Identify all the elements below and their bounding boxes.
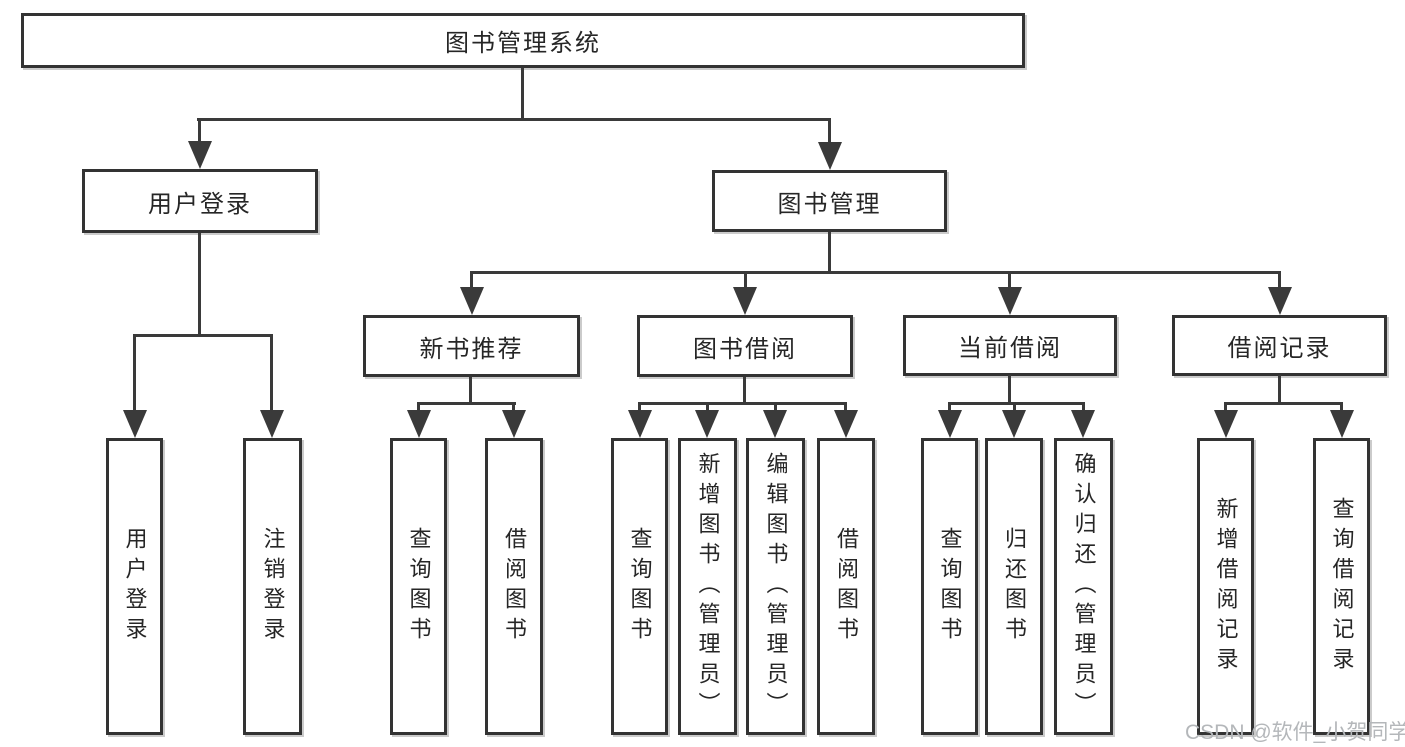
arrow-down-c2 xyxy=(695,410,719,438)
arrow-down-b1 xyxy=(407,410,431,438)
leaf-add-borrow-record-label: 新增借阅记录 xyxy=(1213,496,1239,677)
connector-drop-book-management xyxy=(828,118,831,145)
connector-drop-d2 xyxy=(1013,402,1016,414)
arrow-down-e2 xyxy=(1330,410,1354,438)
connector-drop-user-login xyxy=(198,118,201,145)
node-book-borrow: 图书借阅 xyxy=(637,315,853,377)
connector-current-borrow-branch xyxy=(948,402,1085,405)
leaf-query-books-borrow: 查询图书 xyxy=(611,438,668,735)
connector-drop-leaf-logout xyxy=(270,334,273,413)
connector-drop-book-borrow xyxy=(744,271,747,291)
leaf-query-books-recommend-label: 查询图书 xyxy=(406,526,432,647)
arrow-down-d3 xyxy=(1071,410,1095,438)
connector-root-stem xyxy=(521,68,524,121)
connector-drop-d1 xyxy=(948,402,951,414)
node-root: 图书管理系统 xyxy=(21,13,1025,68)
leaf-edit-books-admin: 编辑图书（管理员） xyxy=(746,438,805,735)
leaf-user-login: 用户登录 xyxy=(106,438,163,735)
connector-drop-b2 xyxy=(512,402,515,414)
arrow-down-book-borrow xyxy=(733,287,757,315)
connector-borrow-records-branch xyxy=(1224,402,1343,405)
leaf-add-borrow-record: 新增借阅记录 xyxy=(1197,438,1254,735)
arrow-down-leaf-logout xyxy=(260,410,284,438)
node-book-management: 图书管理 xyxy=(712,170,947,232)
leaf-logout-label: 注销登录 xyxy=(260,526,286,647)
arrow-down-leaf-user-login xyxy=(123,410,147,438)
node-current-borrow: 当前借阅 xyxy=(903,315,1117,376)
connector-current-borrow-stem xyxy=(1008,375,1011,405)
arrow-down-c4 xyxy=(834,410,858,438)
node-new-book-recommend: 新书推荐 xyxy=(363,315,580,377)
leaf-borrow-books: 借阅图书 xyxy=(817,438,875,735)
leaf-return-books: 归还图书 xyxy=(985,438,1043,735)
connector-drop-leaf-user-login xyxy=(133,334,136,413)
arrow-down-d1 xyxy=(938,410,962,438)
arrow-down-b2 xyxy=(502,410,526,438)
leaf-user-login-label: 用户登录 xyxy=(122,526,148,647)
csdn-watermark: CSDN @软件_小贺同学 xyxy=(1185,721,1405,744)
arrow-down-book-management xyxy=(818,142,842,170)
connector-drop-new-book xyxy=(470,271,473,291)
connector-drop-b1 xyxy=(417,402,420,414)
connector-drop-e2 xyxy=(1340,402,1343,414)
connector-drop-c2 xyxy=(706,402,709,414)
connector-drop-c3 xyxy=(774,402,777,414)
arrow-down-new-book xyxy=(460,287,484,315)
leaf-query-books-recommend: 查询图书 xyxy=(390,438,447,735)
node-user-login: 用户登录 xyxy=(82,169,318,233)
arrow-down-c1 xyxy=(628,410,652,438)
node-borrow-records: 借阅记录 xyxy=(1172,315,1387,376)
connector-drop-current-borrow xyxy=(1008,271,1011,291)
leaf-borrow-books-recommend: 借阅图书 xyxy=(485,438,543,735)
leaf-query-books-current-label: 查询图书 xyxy=(937,526,963,647)
leaf-confirm-return-admin: 确认归还（管理员） xyxy=(1054,438,1113,735)
leaf-add-books-admin: 新增图书（管理员） xyxy=(678,438,737,735)
connector-new-book-branch xyxy=(417,402,516,405)
connector-drop-d3 xyxy=(1082,402,1085,414)
arrow-down-borrow-records xyxy=(1268,287,1292,315)
leaf-logout: 注销登录 xyxy=(243,438,302,735)
connector-root-branch xyxy=(197,118,831,121)
leaf-confirm-return-admin-label: 确认归还（管理员） xyxy=(1071,451,1097,722)
connector-user-login-branch xyxy=(133,334,273,337)
leaf-edit-books-admin-label: 编辑图书（管理员） xyxy=(763,451,789,722)
leaf-add-books-admin-label: 新增图书（管理员） xyxy=(695,451,721,722)
connector-user-login-stem xyxy=(198,233,201,337)
leaf-query-borrow-record: 查询借阅记录 xyxy=(1313,438,1370,735)
connector-book-management-stem xyxy=(828,232,831,274)
leaf-borrow-books-recommend-label: 借阅图书 xyxy=(502,526,527,647)
arrow-down-e1 xyxy=(1214,410,1238,438)
leaf-query-books-current: 查询图书 xyxy=(921,438,978,735)
connector-new-book-stem xyxy=(469,377,472,405)
connector-book-borrow-branch xyxy=(638,402,847,405)
leaf-query-books-borrow-label: 查询图书 xyxy=(627,526,653,647)
leaf-return-books-label: 归还图书 xyxy=(1002,526,1027,647)
connector-drop-c4 xyxy=(844,402,847,414)
connector-book-borrow-stem xyxy=(743,377,746,405)
connector-drop-c1 xyxy=(638,402,641,414)
leaf-borrow-books-label: 借阅图书 xyxy=(834,526,859,647)
arrow-down-c3 xyxy=(763,410,787,438)
arrow-down-user-login xyxy=(188,141,212,169)
connector-borrow-records-stem xyxy=(1278,375,1281,405)
connector-book-management-branch xyxy=(470,271,1281,274)
arrow-down-d2 xyxy=(1002,410,1026,438)
leaf-query-borrow-record-label: 查询借阅记录 xyxy=(1329,496,1355,677)
connector-drop-e1 xyxy=(1224,402,1227,414)
connector-drop-borrow-records xyxy=(1278,271,1281,291)
arrow-down-current-borrow xyxy=(998,287,1022,315)
